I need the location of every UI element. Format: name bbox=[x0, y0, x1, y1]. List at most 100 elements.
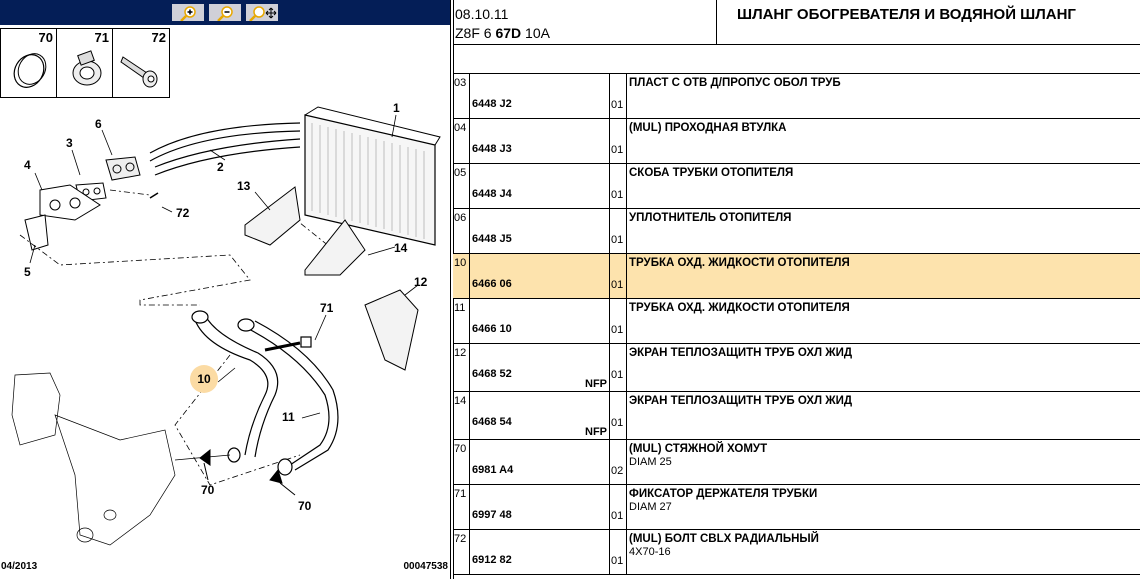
callout-6[interactable]: 6 bbox=[95, 117, 102, 131]
callout-1[interactable]: 1 bbox=[393, 101, 400, 115]
part-index: 12 bbox=[453, 344, 470, 391]
part-description: СКОБА ТРУБКИ ОТОПИТЕЛЯ bbox=[629, 167, 794, 179]
part-ref-cell: 6466 10 bbox=[470, 299, 610, 343]
part-quantity: 01 bbox=[611, 555, 624, 567]
part-reference[interactable]: 6448 J3 bbox=[472, 143, 512, 155]
thumbnail-number: 70 bbox=[38, 30, 53, 45]
hose-11-drawing bbox=[237, 318, 339, 476]
zoom-in-icon bbox=[180, 5, 196, 21]
part-qty-cell: 01 bbox=[610, 392, 627, 439]
callout-3[interactable]: 3 bbox=[66, 136, 73, 150]
thumbnail-hose-clamp[interactable]: 70 bbox=[1, 29, 57, 97]
part-index: 04 bbox=[453, 119, 470, 163]
part-ref-cell: 6448 J4 bbox=[470, 164, 610, 208]
nfp-flag: NFP bbox=[585, 426, 607, 438]
zoom-out-button[interactable] bbox=[209, 4, 241, 21]
part-index: 72 bbox=[453, 530, 470, 574]
part-qty-cell: 02 bbox=[610, 440, 627, 484]
part-index: 11 bbox=[453, 299, 470, 343]
heater-pipes-drawing bbox=[149, 122, 301, 176]
part-ref-cell: 6448 J5 bbox=[470, 209, 610, 253]
part-quantity: 01 bbox=[611, 417, 624, 429]
callout-11[interactable]: 11 bbox=[282, 410, 295, 424]
accessory-thumbnails: 70 71 72 bbox=[0, 28, 170, 98]
bolt-icon bbox=[120, 56, 158, 88]
seal-plates-drawing bbox=[24, 156, 141, 251]
part-reference[interactable]: 6448 J4 bbox=[472, 188, 512, 200]
part-desc-cell: СКОБА ТРУБКИ ОТОПИТЕЛЯ bbox=[627, 164, 1140, 208]
code-group: 67D bbox=[495, 25, 522, 41]
part-desc-cell: (MUL) ПРОХОДНАЯ ВТУЛКА bbox=[627, 119, 1140, 163]
part-index: 71 bbox=[453, 485, 470, 529]
part-quantity: 01 bbox=[611, 510, 624, 522]
part-desc-cell: УПЛОТНИТЕЛЬ ОТОПИТЕЛЯ bbox=[627, 209, 1140, 253]
part-quantity: 01 bbox=[611, 324, 624, 336]
callout-70[interactable]: 70 bbox=[201, 483, 215, 497]
callout-5[interactable]: 5 bbox=[24, 265, 31, 279]
parts-list-panel: 08.10.11 Z8F 6 67D 10A ШЛАНГ ОБОГРЕВАТЕЛ… bbox=[453, 0, 1140, 579]
part-qty-cell: 01 bbox=[610, 119, 627, 163]
part-quantity: 01 bbox=[611, 99, 624, 111]
part-description: (MUL) БОЛТ CBLX РАДИАЛЬНЫЙ bbox=[629, 533, 819, 545]
part-ref-cell: 6448 J3 bbox=[470, 119, 610, 163]
part-description: (MUL) ПРОХОДНАЯ ВТУЛКА bbox=[629, 122, 787, 134]
part-quantity: 02 bbox=[611, 465, 624, 477]
part-description: (MUL) СТЯЖНОЙ ХОМУТ bbox=[629, 443, 768, 455]
part-qty-cell: 01 bbox=[610, 254, 627, 298]
heater-core-drawing bbox=[304, 106, 441, 246]
part-reference[interactable]: 6468 54 bbox=[472, 416, 512, 428]
part-description: ТРУБКА ОХД. ЖИДКОСТИ ОТОПИТЕЛЯ bbox=[629, 257, 850, 269]
part-reference[interactable]: 6466 10 bbox=[472, 323, 512, 335]
part-quantity: 01 bbox=[611, 144, 624, 156]
part-desc-cell: ПЛАСТ С ОТВ Д/ПРОПУС ОБОЛ ТРУБ bbox=[627, 74, 1140, 118]
part-reference[interactable]: 6468 52 bbox=[472, 368, 512, 380]
diagram-panel: 70 71 72 bbox=[0, 0, 450, 579]
callout-70[interactable]: 70 bbox=[298, 499, 312, 513]
pan-zoom-button[interactable] bbox=[246, 4, 278, 21]
part-reference[interactable]: 6466 06 bbox=[472, 278, 512, 290]
part-qty-cell: 01 bbox=[610, 299, 627, 343]
callout-12[interactable]: 12 bbox=[414, 275, 428, 289]
part-reference[interactable]: 6912 82 bbox=[472, 554, 512, 566]
part-reference[interactable]: 6981 A4 bbox=[472, 464, 514, 476]
part-index: 06 bbox=[453, 209, 470, 253]
thumbnail-bolt[interactable]: 72 bbox=[113, 29, 169, 97]
page-title: ШЛАНГ ОБОГРЕВАТЕЛЯ И ВОДЯНОЙ ШЛАНГ bbox=[737, 6, 1076, 23]
part-description: ПЛАСТ С ОТВ Д/ПРОПУС ОБОЛ ТРУБ bbox=[629, 77, 841, 89]
part-reference[interactable]: 6997 48 bbox=[472, 509, 512, 521]
callout-4[interactable]: 4 bbox=[24, 158, 31, 172]
part-quantity: 01 bbox=[611, 234, 624, 246]
parts-header: 08.10.11 Z8F 6 67D 10A ШЛАНГ ОБОГРЕВАТЕЛ… bbox=[453, 0, 1140, 45]
clamp-arrows bbox=[199, 448, 296, 496]
pan-zoom-icon bbox=[249, 5, 277, 21]
callout-71[interactable]: 71 bbox=[320, 301, 334, 315]
callout-13[interactable]: 13 bbox=[237, 179, 251, 193]
zoom-in-button[interactable] bbox=[172, 4, 204, 21]
part-qty-cell: 01 bbox=[610, 344, 627, 391]
callout-2[interactable]: 2 bbox=[217, 160, 224, 174]
part-reference[interactable]: 6448 J2 bbox=[472, 98, 512, 110]
zoom-out-icon bbox=[217, 5, 233, 21]
part-spec: DIAM 27 bbox=[629, 501, 672, 513]
callout-10-highlighted[interactable]: 10 bbox=[190, 365, 218, 393]
thumbnail-pipe-clip[interactable]: 71 bbox=[57, 29, 113, 97]
callout-14[interactable]: 14 bbox=[394, 241, 408, 255]
code-suffix: 10A bbox=[521, 25, 550, 41]
part-desc-cell: ЭКРАН ТЕПЛОЗАЩИТН ТРУБ ОХЛ ЖИД bbox=[627, 344, 1140, 391]
callout-72[interactable]: 72 bbox=[176, 206, 190, 220]
header-spacer bbox=[453, 45, 1140, 74]
part-reference[interactable]: 6448 J5 bbox=[472, 233, 512, 245]
